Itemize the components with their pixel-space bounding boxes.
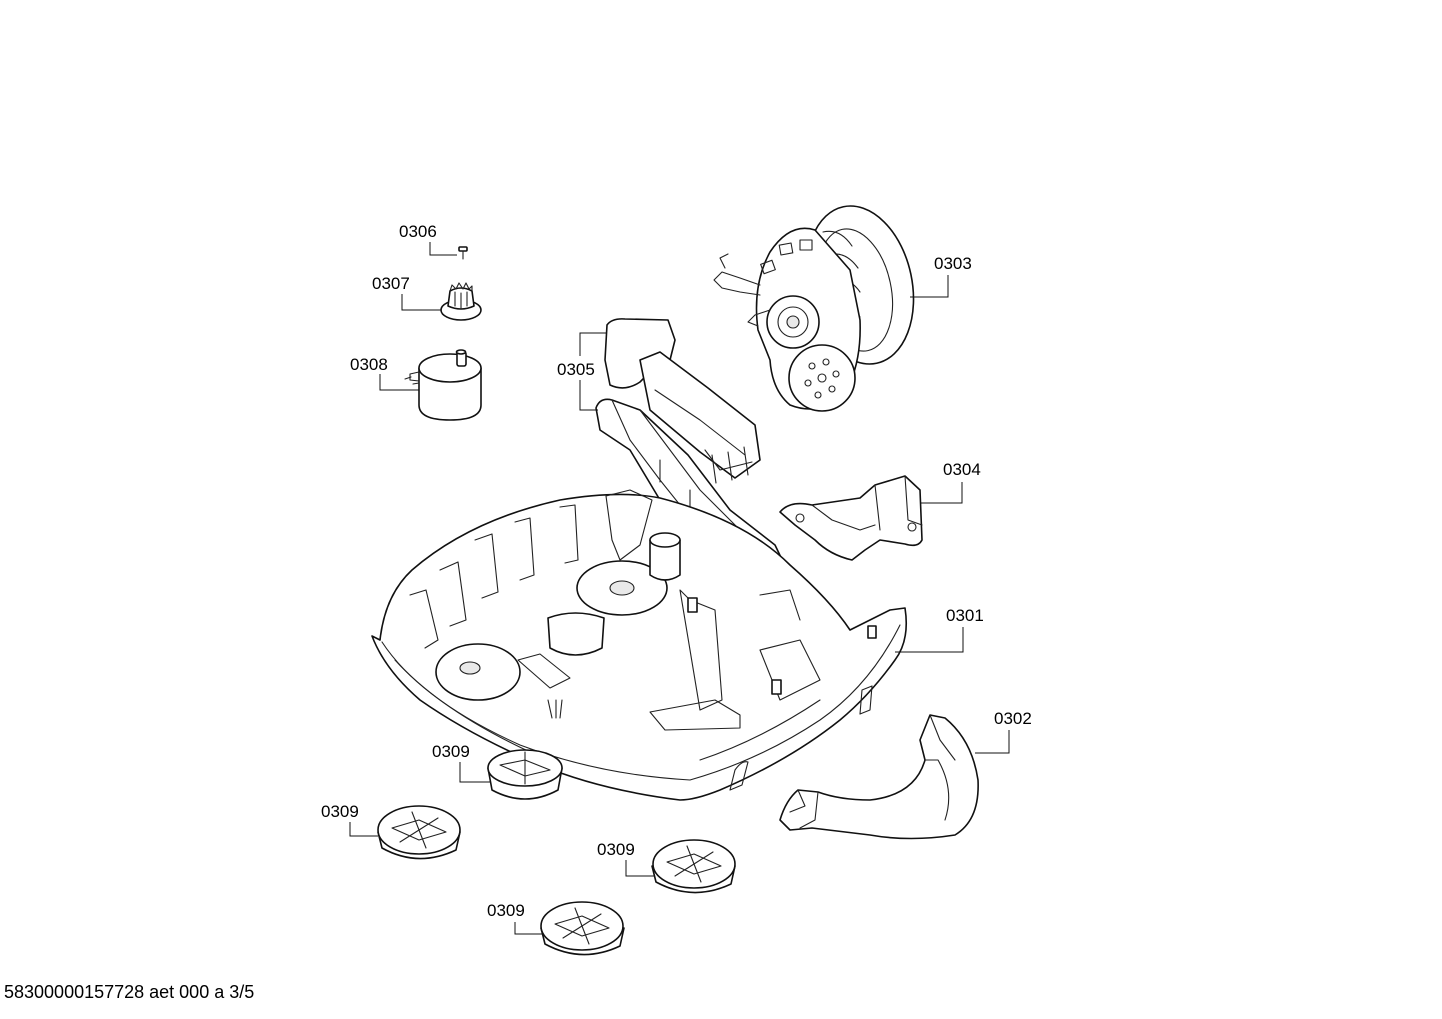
leader-0307 xyxy=(401,294,441,311)
leader-0305-top xyxy=(579,332,607,356)
leader-0309a xyxy=(459,762,490,783)
callout-0309-d: 0309 xyxy=(487,901,525,920)
part-0306-screw xyxy=(458,246,468,260)
leader-0309c xyxy=(625,860,655,877)
part-0309-foot-c xyxy=(651,839,736,894)
callout-0303: 0303 xyxy=(934,254,972,273)
part-0307-gear-knob xyxy=(440,282,482,321)
part-0304-bracket xyxy=(779,475,923,561)
leader-lines xyxy=(349,242,1010,935)
callout-0309-a: 0309 xyxy=(432,742,470,761)
leader-0301 xyxy=(895,627,964,653)
callout-0306: 0306 xyxy=(399,222,437,241)
part-0309-foot-d xyxy=(540,901,625,956)
part-0303-cable-reel xyxy=(713,205,915,412)
part-0301-housing-base xyxy=(371,489,908,801)
leader-0303 xyxy=(910,275,949,298)
callout-0307: 0307 xyxy=(372,274,410,293)
part-0309-foot-a xyxy=(487,749,563,800)
leader-0305-bottom xyxy=(579,380,598,411)
callout-0305: 0305 xyxy=(557,360,595,379)
callout-0304: 0304 xyxy=(943,460,981,479)
part-0309-foot-b xyxy=(377,805,461,860)
leader-0309d xyxy=(514,922,543,935)
leader-0304 xyxy=(920,482,963,504)
part-0302-handle xyxy=(779,714,979,840)
callout-0309-c: 0309 xyxy=(597,840,635,859)
callout-0301: 0301 xyxy=(946,606,984,625)
callout-0302: 0302 xyxy=(994,709,1032,728)
leader-0302 xyxy=(975,730,1010,754)
document-code: 58300000157728 aet 000 a 3/5 xyxy=(4,982,255,1002)
callout-0309-b: 0309 xyxy=(321,802,359,821)
leader-0309b xyxy=(349,822,378,837)
leader-0306 xyxy=(429,242,457,256)
callout-0308: 0308 xyxy=(350,355,388,374)
part-0308-motor xyxy=(404,349,482,421)
leader-0308 xyxy=(379,374,419,391)
